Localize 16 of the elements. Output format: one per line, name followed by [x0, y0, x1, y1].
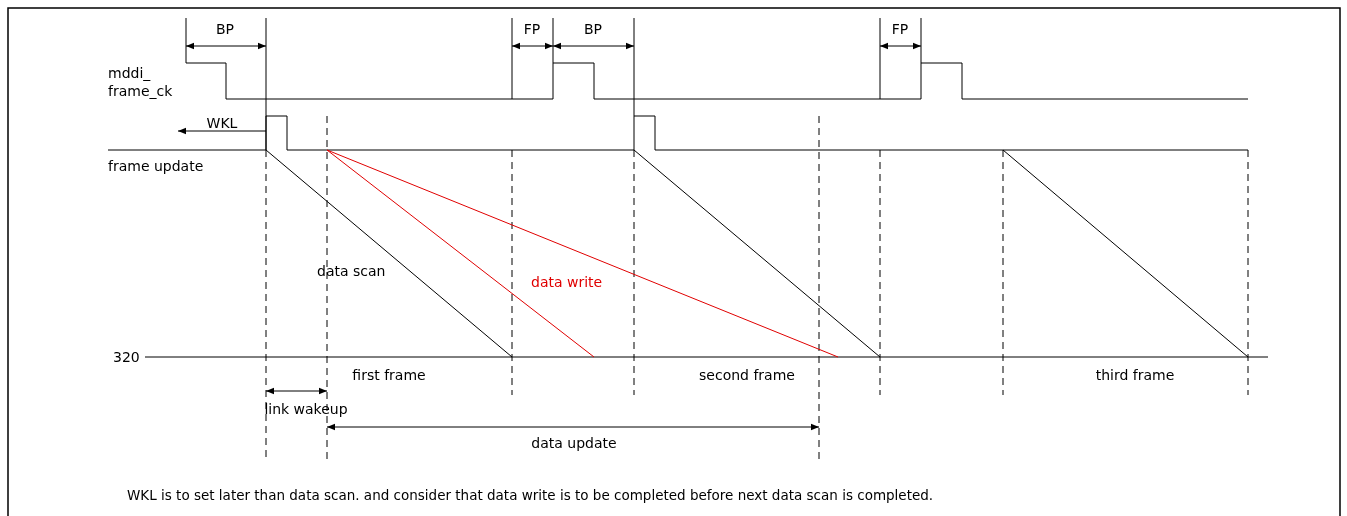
ramp-label: data scan [317, 262, 386, 280]
ramp-label: data write [531, 273, 603, 291]
interval-label: data update [531, 434, 617, 452]
frame-label: third frame [1095, 366, 1175, 384]
interval-label: FP [523, 20, 541, 38]
interval-label: link wakeup [264, 400, 348, 418]
interval-label: WKL [206, 114, 238, 132]
interval-label: BP [216, 20, 234, 38]
interval-label: BP [584, 20, 602, 38]
interval-label: FP [891, 20, 909, 38]
caption: WKL is to set later than data scan. and consider that data write is to be completed before next data scan is completed. [127, 486, 934, 504]
signal-label: mddi_ frame_ck [108, 64, 174, 100]
frame-label: first frame [352, 366, 426, 384]
signal-label: frame update [108, 157, 204, 175]
line-count-label: 320 [113, 348, 140, 366]
frame-label: second frame [699, 366, 795, 384]
